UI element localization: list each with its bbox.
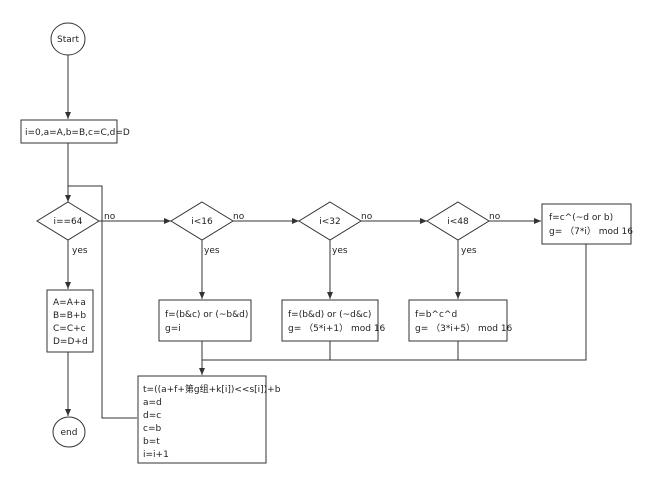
- label-no-32: no: [361, 212, 373, 222]
- round-line-5: b=t: [143, 437, 160, 447]
- cond64-label: i==64: [53, 217, 82, 227]
- cond16-label: i<16: [191, 217, 213, 227]
- label-yes-32: yes: [332, 246, 348, 256]
- round-line-2: a=d: [143, 398, 162, 408]
- node-f-round1: f=(b&c) or (~b&d) g=i: [158, 299, 252, 342]
- cond32-label: i<32: [319, 217, 341, 227]
- edge-f64-down: [202, 244, 587, 361]
- node-f-round4: f=c^(~d or b) g= （7*i） mod 16: [541, 203, 633, 245]
- start-label: Start: [57, 35, 79, 45]
- label-yes-48: yes: [461, 246, 477, 256]
- edge-labels: no no no no yes yes yes yes: [72, 212, 501, 256]
- f32-line-1: f=(b&d) or (~d&c): [288, 310, 371, 320]
- round-line-4: c=b: [143, 424, 161, 434]
- node-f-round3: f=b^c^d g= （3*i+5） mod 16: [408, 299, 513, 342]
- round-line-1: t=((a+f+第g组+k[i])<<s[i])+b: [143, 383, 281, 395]
- f48-line-1: f=b^c^d: [415, 310, 457, 320]
- f64-line-2: g= （7*i） mod 16: [549, 226, 633, 237]
- node-start: Start: [50, 22, 86, 56]
- f16-line-1: f=(b&c) or (~b&d): [165, 310, 248, 320]
- f48-line-2: g= （3*i+5） mod 16: [415, 323, 513, 334]
- decision-i-lt-48: i<48: [426, 201, 490, 241]
- edges: [65, 55, 587, 419]
- init-label: i=0,a=A,b=B,c=C,d=D: [25, 128, 130, 138]
- edge-loop-back: [68, 185, 137, 419]
- f64-line-1: f=c^(~d or b): [549, 213, 613, 223]
- node-final-add: A=A+a B=B+b C=C+c D=D+d: [46, 289, 94, 353]
- final-add-line-1: A=A+a: [53, 298, 86, 308]
- label-no-64: no: [104, 212, 116, 222]
- end-label: end: [61, 428, 78, 438]
- cond48-label: i<48: [447, 217, 469, 227]
- round-line-6: i=i+1: [143, 450, 169, 460]
- final-add-line-2: B=B+b: [53, 311, 86, 321]
- round-line-3: d=c: [143, 411, 161, 421]
- decision-i-lt-32: i<32: [298, 201, 362, 241]
- node-init: i=0,a=A,b=B,c=C,d=D: [20, 119, 130, 144]
- node-end: end: [52, 416, 86, 448]
- final-add-line-4: D=D+d: [53, 337, 88, 347]
- f16-line-2: g=i: [165, 324, 181, 334]
- label-no-48: no: [489, 212, 501, 222]
- node-f-round2: f=(b&d) or (~d&c) g= （5*i+1） mod 16: [281, 299, 386, 342]
- node-round-update: t=((a+f+第g组+k[i])<<s[i])+b a=d d=c c=b b…: [137, 375, 281, 464]
- decision-i-lt-16: i<16: [170, 201, 234, 241]
- f32-line-2: g= （5*i+1） mod 16: [288, 323, 386, 334]
- label-yes-64: yes: [72, 246, 88, 256]
- label-no-16: no: [233, 212, 245, 222]
- decision-i-eq-64: i==64: [36, 201, 100, 241]
- label-yes-16: yes: [204, 246, 220, 256]
- final-add-line-3: C=C+c: [53, 324, 86, 334]
